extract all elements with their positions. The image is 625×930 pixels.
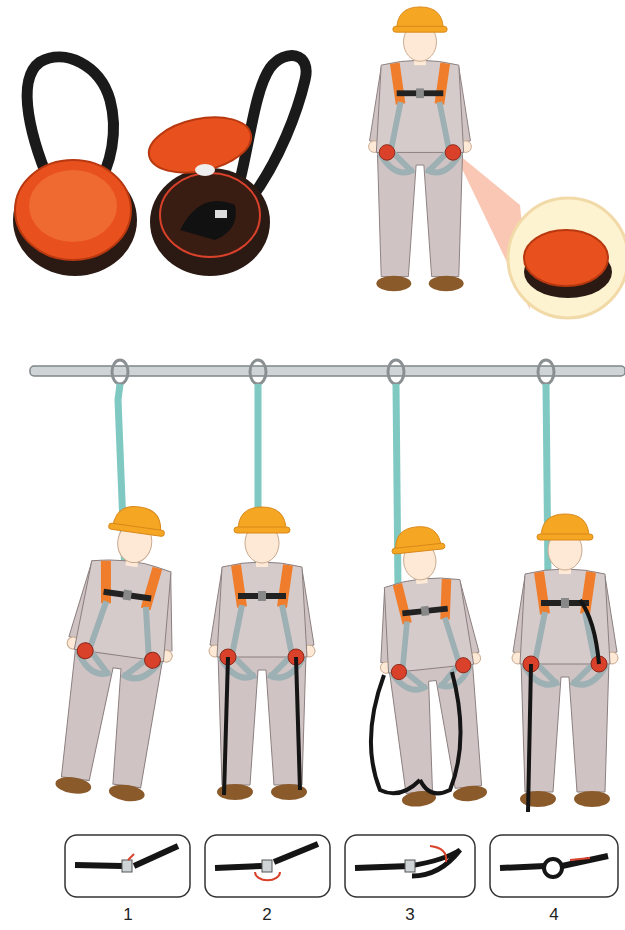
step-sketches	[75, 844, 608, 880]
anchor-bar	[30, 366, 625, 376]
step-number: 1	[108, 905, 148, 925]
folded-strap	[180, 201, 236, 240]
standing-worker	[369, 7, 472, 291]
magnified-pouch-lid	[524, 230, 608, 286]
strap-buckle	[215, 210, 227, 218]
closed-pouch	[13, 57, 137, 276]
deployed-straps	[224, 600, 599, 812]
hanging-worker	[209, 507, 315, 800]
lanyards	[112, 360, 554, 590]
step-panels	[65, 835, 618, 897]
hanging-worker	[366, 522, 495, 809]
hanging-worker	[46, 500, 192, 805]
open-lid	[144, 109, 257, 181]
pouch-lid	[15, 160, 131, 260]
pouch-lid-face	[29, 170, 117, 242]
pouch-strap	[240, 56, 306, 201]
step-number: 2	[247, 905, 287, 925]
pouch-body	[150, 168, 270, 276]
pouch-inside	[160, 173, 260, 257]
step-number: 3	[390, 905, 430, 925]
step-number: 4	[534, 905, 574, 925]
open-pouch	[144, 56, 306, 277]
magnifier-circle	[508, 198, 625, 318]
lid-hinge	[195, 164, 215, 176]
